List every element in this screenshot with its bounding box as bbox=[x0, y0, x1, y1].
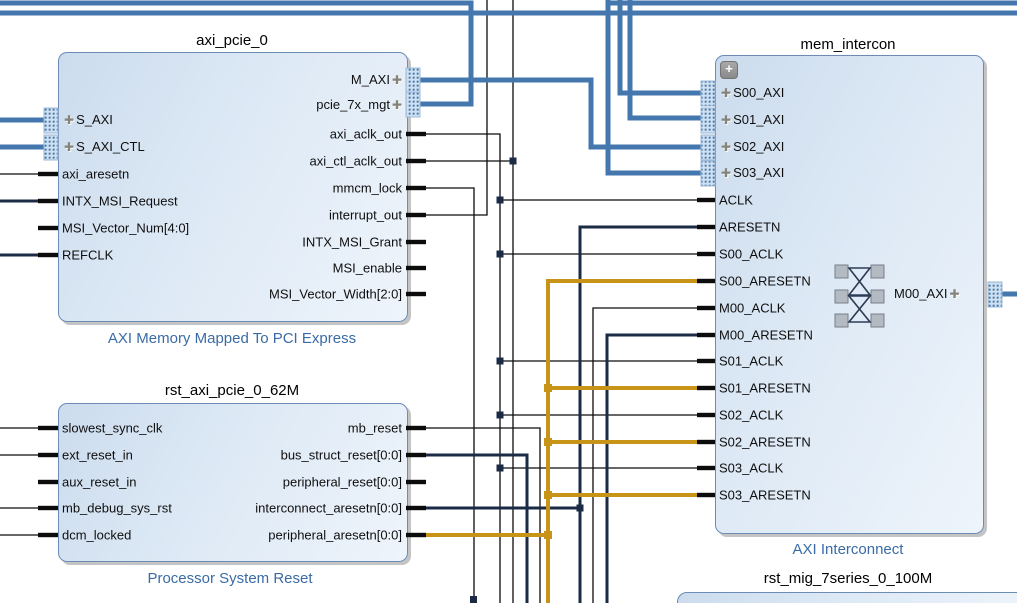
crossbar-icon bbox=[834, 264, 885, 328]
port-s00-aresetn[interactable]: S00_ARESETN bbox=[719, 273, 811, 289]
port-interrupt-out[interactable]: interrupt_out bbox=[329, 207, 402, 223]
port-intx-msi-request[interactable]: INTX_MSI_Request bbox=[62, 193, 178, 209]
axi-bus-wires[interactable] bbox=[0, 0, 1017, 297]
port-axi-aresetn[interactable]: axi_aresetn bbox=[62, 166, 130, 182]
port-s01-axi[interactable]: ✚S01_AXI bbox=[721, 112, 785, 127]
interface-plus-icon: ✚ bbox=[64, 113, 75, 127]
port-peripheral-reset[interactable]: peripheral_reset[0:0] bbox=[282, 474, 402, 490]
clock-wires[interactable] bbox=[0, 0, 697, 603]
port-s02-aresetn[interactable]: S02_ARESETN bbox=[719, 434, 811, 450]
block-rst-axi-pcie-0-62m[interactable] bbox=[58, 403, 408, 562]
port-m-axi[interactable]: M_AXI✚ bbox=[350, 72, 402, 87]
port-s00-aclk[interactable]: S00_ACLK bbox=[719, 246, 784, 262]
reset-wires[interactable] bbox=[0, 199, 697, 603]
port-s03-aresetn[interactable]: S03_ARESETN bbox=[719, 487, 811, 503]
port-bus-struct-reset[interactable]: bus_struct_reset[0:0] bbox=[280, 447, 402, 463]
interface-plus-icon: ✚ bbox=[721, 166, 732, 180]
port-axi-aclk-out[interactable]: axi_aclk_out bbox=[329, 126, 402, 142]
block-title-rst-mig: rst_mig_7series_0_100M bbox=[763, 570, 933, 587]
block-axi-pcie-0[interactable] bbox=[58, 52, 408, 322]
interface-plus-icon: ✚ bbox=[949, 287, 960, 301]
port-slowest-sync-clk[interactable]: slowest_sync_clk bbox=[62, 420, 163, 436]
block-title-rst-axi-pcie: rst_axi_pcie_0_62M bbox=[164, 382, 300, 399]
port-s00-axi[interactable]: ✚S00_AXI bbox=[721, 85, 785, 100]
port-m00-aresetn[interactable]: M00_ARESETN bbox=[719, 327, 813, 343]
port-m00-aclk[interactable]: M00_ACLK bbox=[719, 300, 786, 316]
port-dcm-locked[interactable]: dcm_locked bbox=[62, 527, 132, 543]
gold-junctions bbox=[544, 384, 552, 539]
interface-plus-icon: ✚ bbox=[721, 86, 732, 100]
interface-plus-icon: ✚ bbox=[391, 98, 402, 112]
port-m00-axi[interactable]: M00_AXI✚ bbox=[894, 286, 960, 301]
port-msi-enable[interactable]: MSI_enable bbox=[332, 260, 402, 276]
port-s01-aclk[interactable]: S01_ACLK bbox=[719, 353, 784, 369]
port-s01-aresetn[interactable]: S01_ARESETN bbox=[719, 380, 811, 396]
block-rst-mig-7series[interactable] bbox=[677, 592, 1017, 603]
interface-plus-icon: ✚ bbox=[391, 73, 402, 87]
port-aclk[interactable]: ACLK bbox=[719, 192, 753, 208]
block-type-label-axi-pcie: AXI Memory Mapped To PCI Express bbox=[107, 330, 357, 347]
port-ext-reset-in[interactable]: ext_reset_in bbox=[62, 447, 133, 463]
port-aux-reset-in[interactable]: aux_reset_in bbox=[62, 474, 137, 490]
port-s02-axi[interactable]: ✚S02_AXI bbox=[721, 139, 785, 154]
port-mb-debug-sys-rst[interactable]: mb_debug_sys_rst bbox=[62, 500, 172, 516]
port-axi-ctl-aclk-out[interactable]: axi_ctl_aclk_out bbox=[309, 153, 403, 169]
port-aresetn[interactable]: ARESETN bbox=[719, 219, 781, 235]
block-type-label-mem-intercon: AXI Interconnect bbox=[792, 541, 904, 558]
aresetn-wires[interactable] bbox=[426, 279, 697, 603]
port-pcie-7x-mgt[interactable]: pcie_7x_mgt✚ bbox=[316, 97, 402, 112]
port-s03-axi[interactable]: ✚S03_AXI bbox=[721, 165, 785, 180]
interface-plus-icon: ✚ bbox=[64, 140, 75, 154]
port-s03-aclk[interactable]: S03_ACLK bbox=[719, 460, 784, 476]
port-mmcm-lock[interactable]: mmcm_lock bbox=[332, 180, 402, 196]
port-mb-reset[interactable]: mb_reset bbox=[347, 420, 402, 436]
block-title-mem-intercon: mem_intercon bbox=[800, 36, 896, 53]
port-peripheral-aresetn[interactable]: peripheral_aresetn[0:0] bbox=[268, 527, 402, 543]
port-stubs bbox=[38, 131, 715, 538]
expand-block-button[interactable]: + bbox=[720, 61, 738, 79]
port-s-axi-ctl[interactable]: ✚S_AXI_CTL bbox=[64, 139, 145, 154]
port-msi-vector-width[interactable]: MSI_Vector_Width[2:0] bbox=[269, 286, 402, 302]
port-s-axi[interactable]: ✚S_AXI bbox=[64, 112, 113, 127]
block-title-axi-pcie: axi_pcie_0 bbox=[196, 32, 268, 49]
port-refclk[interactable]: REFCLK bbox=[62, 247, 114, 263]
interface-plus-icon: ✚ bbox=[721, 140, 732, 154]
wire-junctions bbox=[470, 157, 584, 603]
interface-port-connectors[interactable] bbox=[43, 67, 1003, 308]
interface-plus-icon: ✚ bbox=[721, 113, 732, 127]
port-intx-msi-grant[interactable]: INTX_MSI_Grant bbox=[302, 234, 402, 250]
port-msi-vector-num[interactable]: MSI_Vector_Num[4:0] bbox=[62, 220, 190, 236]
port-interconnect-aresetn[interactable]: interconnect_aresetn[0:0] bbox=[255, 500, 402, 516]
block-type-label-rst-axi-pcie: Processor System Reset bbox=[147, 570, 313, 587]
port-s02-aclk[interactable]: S02_ACLK bbox=[719, 407, 784, 423]
